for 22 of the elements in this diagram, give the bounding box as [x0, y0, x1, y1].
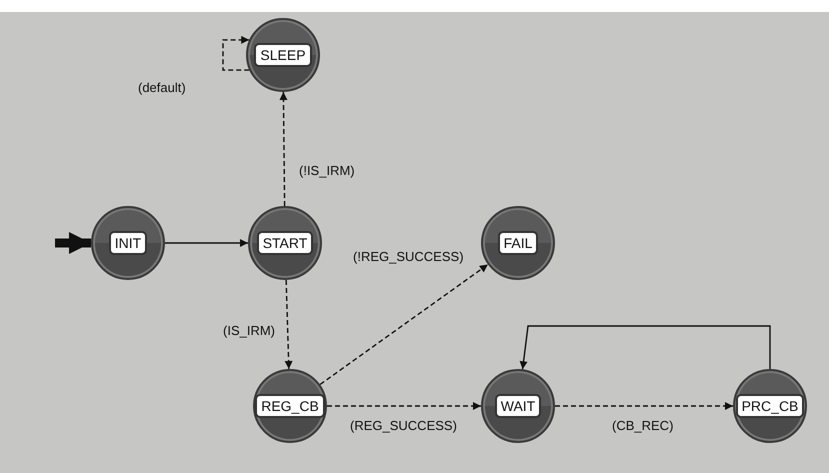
- edge-label: (IS_IRM): [222, 323, 276, 338]
- edge-label: (REG_SUCCESS): [349, 418, 458, 433]
- transition-arrow: [327, 402, 481, 410]
- transition-arrow: [222, 36, 250, 71]
- transition-arrow: [284, 280, 293, 370]
- state-name: REG_CB: [255, 394, 325, 418]
- state-name: INIT: [108, 231, 148, 255]
- transition-arrow: [279, 92, 288, 206]
- edge-label: (default): [137, 80, 187, 95]
- state-name: SLEEP: [254, 43, 312, 67]
- transition-arrow: [320, 264, 488, 386]
- state-name: PRC_CB: [736, 394, 804, 418]
- state-name: START: [256, 231, 314, 255]
- state-name: WAIT: [494, 394, 542, 418]
- transition-arrow: [520, 325, 771, 370]
- edge-label: (CB_REC): [611, 418, 674, 433]
- state-name: FAIL: [498, 231, 538, 255]
- edge-label: (!IS_IRM): [298, 163, 356, 178]
- transition-arrow: [555, 402, 733, 410]
- transition-arrow: [165, 239, 248, 247]
- transition-arrow: [55, 232, 91, 254]
- edge-label: (!REG_SUCCESS): [352, 249, 465, 264]
